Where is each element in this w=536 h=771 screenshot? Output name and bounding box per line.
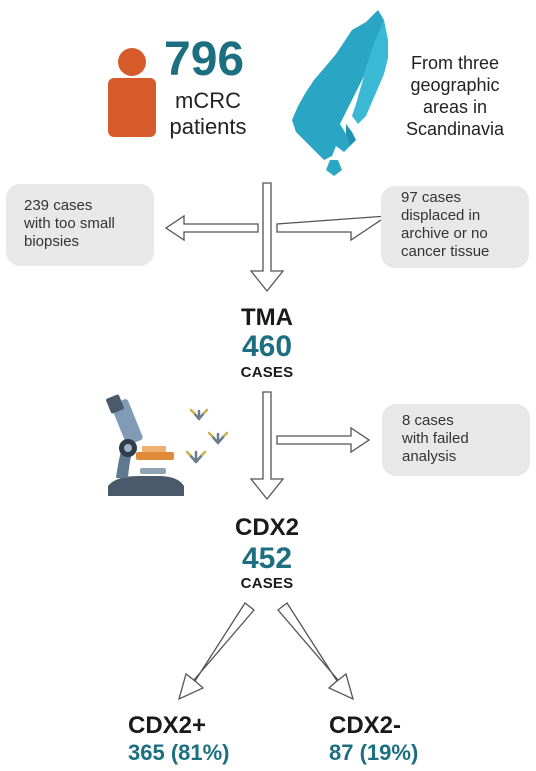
- cdx2-negative-value: 87 (19%): [329, 740, 419, 765]
- exclusion-line: biopsies: [24, 233, 80, 250]
- tma-count: 460: [241, 330, 293, 363]
- arrow-diag-left: [177, 602, 255, 701]
- region-line: From three: [410, 53, 500, 73]
- failed-line: with failed: [402, 430, 469, 447]
- region-line: geographic: [410, 75, 500, 95]
- exclusion-line: cancer tissue: [401, 243, 490, 260]
- cdx2-unit: CASES: [240, 575, 294, 592]
- exclusion-line: 97 cases: [401, 189, 462, 206]
- person-icon: [108, 48, 156, 137]
- tma-title: TMA: [241, 304, 293, 331]
- failed-line: analysis: [402, 448, 457, 465]
- cdx2-positive-value: 365 (81%): [128, 740, 230, 765]
- exclusion-line: with too small: [24, 215, 115, 232]
- exclusion-line: displaced in: [401, 207, 481, 224]
- cdx2-positive-label: CDX2+: [128, 712, 207, 739]
- patient-label-line2: patients: [169, 114, 247, 139]
- exclusion-box-left: 239 cases with too small biopsies: [6, 184, 154, 266]
- arrow-diag-right: [277, 602, 355, 701]
- region-line: Scandinavia: [405, 119, 505, 139]
- arrow-left-exclusion: [164, 214, 259, 242]
- cdx2-count: 452: [241, 542, 293, 575]
- region-text: From three geographic areas in Scandinav…: [380, 52, 530, 140]
- exclusion-line: archive or no: [401, 225, 488, 242]
- microscope-icon: [106, 394, 184, 496]
- arrow-right-exclusion: [276, 215, 390, 242]
- failed-line: 8 cases: [402, 412, 454, 429]
- arrow-right-failed: [276, 426, 371, 454]
- exclusion-line: 239 cases: [24, 197, 93, 214]
- scandinavia-map-icon: [292, 10, 388, 176]
- failed-analysis-box: 8 cases with failed analysis: [382, 404, 530, 476]
- cdx2-negative-label: CDX2-: [329, 712, 402, 739]
- antibody-icon: [185, 408, 229, 464]
- region-line: areas in: [422, 97, 488, 117]
- patient-label-line1: mCRC: [175, 88, 241, 113]
- tma-unit: CASES: [240, 364, 294, 381]
- exclusion-box-right: 97 cases displaced in archive or no canc…: [381, 186, 529, 268]
- arrow-down-tma: [249, 391, 285, 501]
- arrow-down-main: [249, 182, 285, 293]
- cdx2-title: CDX2: [234, 514, 300, 541]
- patient-count: 796: [164, 33, 245, 86]
- flow-arrows: [164, 182, 390, 701]
